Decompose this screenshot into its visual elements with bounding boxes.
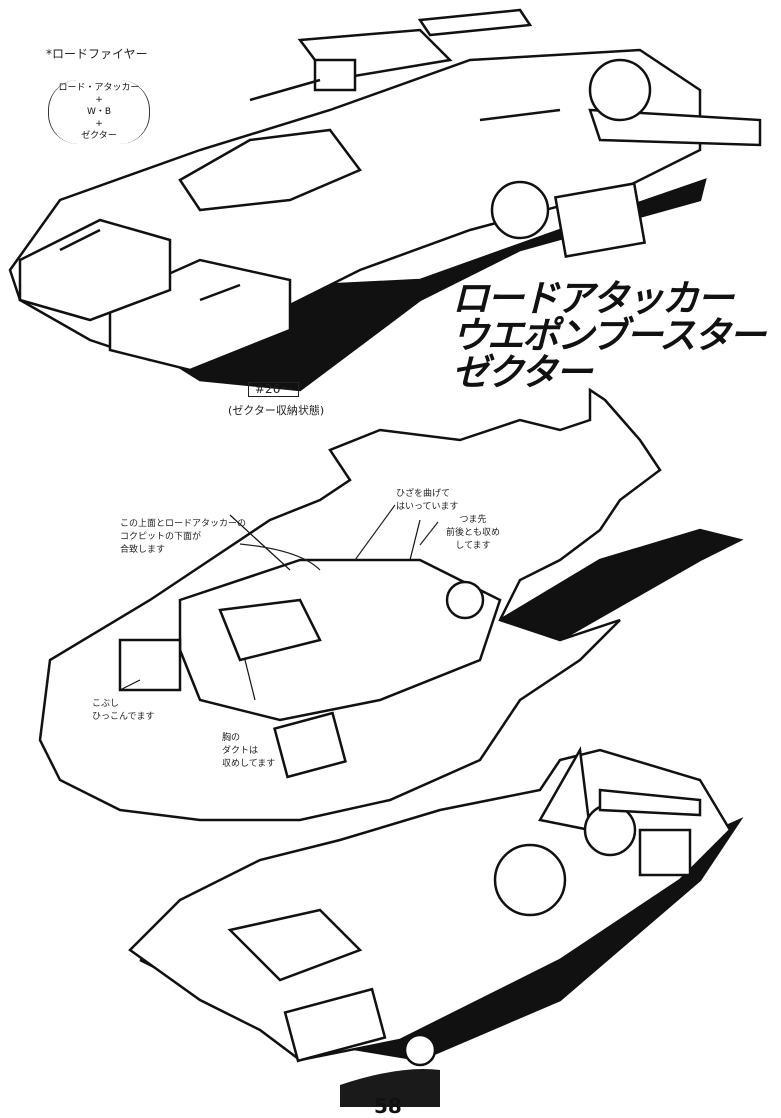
annotation-cockpit: この上面とロードアタッカーの コクピットの下面が 合致します: [120, 519, 247, 555]
composition-plus: +: [95, 119, 103, 129]
composition-plus: +: [95, 95, 103, 105]
heading-note: *ロードファイヤー: [46, 47, 148, 61]
annotation-fist: こぶし ひっこんでます: [92, 699, 155, 722]
zector-stowed-illustration: [38, 387, 744, 822]
annotation-duct: 胸の ダクトは 収めしてます: [222, 733, 276, 769]
road-fire-illustration: [8, 8, 762, 392]
composition-item: ゼクター: [81, 131, 117, 141]
episode-box: #26〜: [248, 382, 300, 397]
road-attacker-zector-illustration: [128, 746, 744, 1067]
composition-item: W・B: [86, 107, 112, 117]
title-line: ロードアタッカー: [452, 277, 734, 320]
annotation-knees: ひざを曲げて はいっています: [396, 489, 459, 512]
annotation-toes: つま先 前後とも収め してます: [446, 515, 501, 551]
page-number: 58: [374, 1094, 402, 1118]
title-line: ウエポンブースター: [452, 314, 766, 357]
episode-caption: (ゼクター収納状態): [228, 404, 325, 417]
composition-note: ロード・アタッカー + W・B + ゼクター: [48, 80, 150, 144]
vehicle-title: ロードアタッカー ウエポンブースター ゼクター: [452, 277, 766, 394]
page-corner-shadow: [340, 1069, 440, 1107]
composition-item: ロード・アタッカー: [58, 83, 140, 93]
title-line: ゼクター: [452, 351, 593, 394]
